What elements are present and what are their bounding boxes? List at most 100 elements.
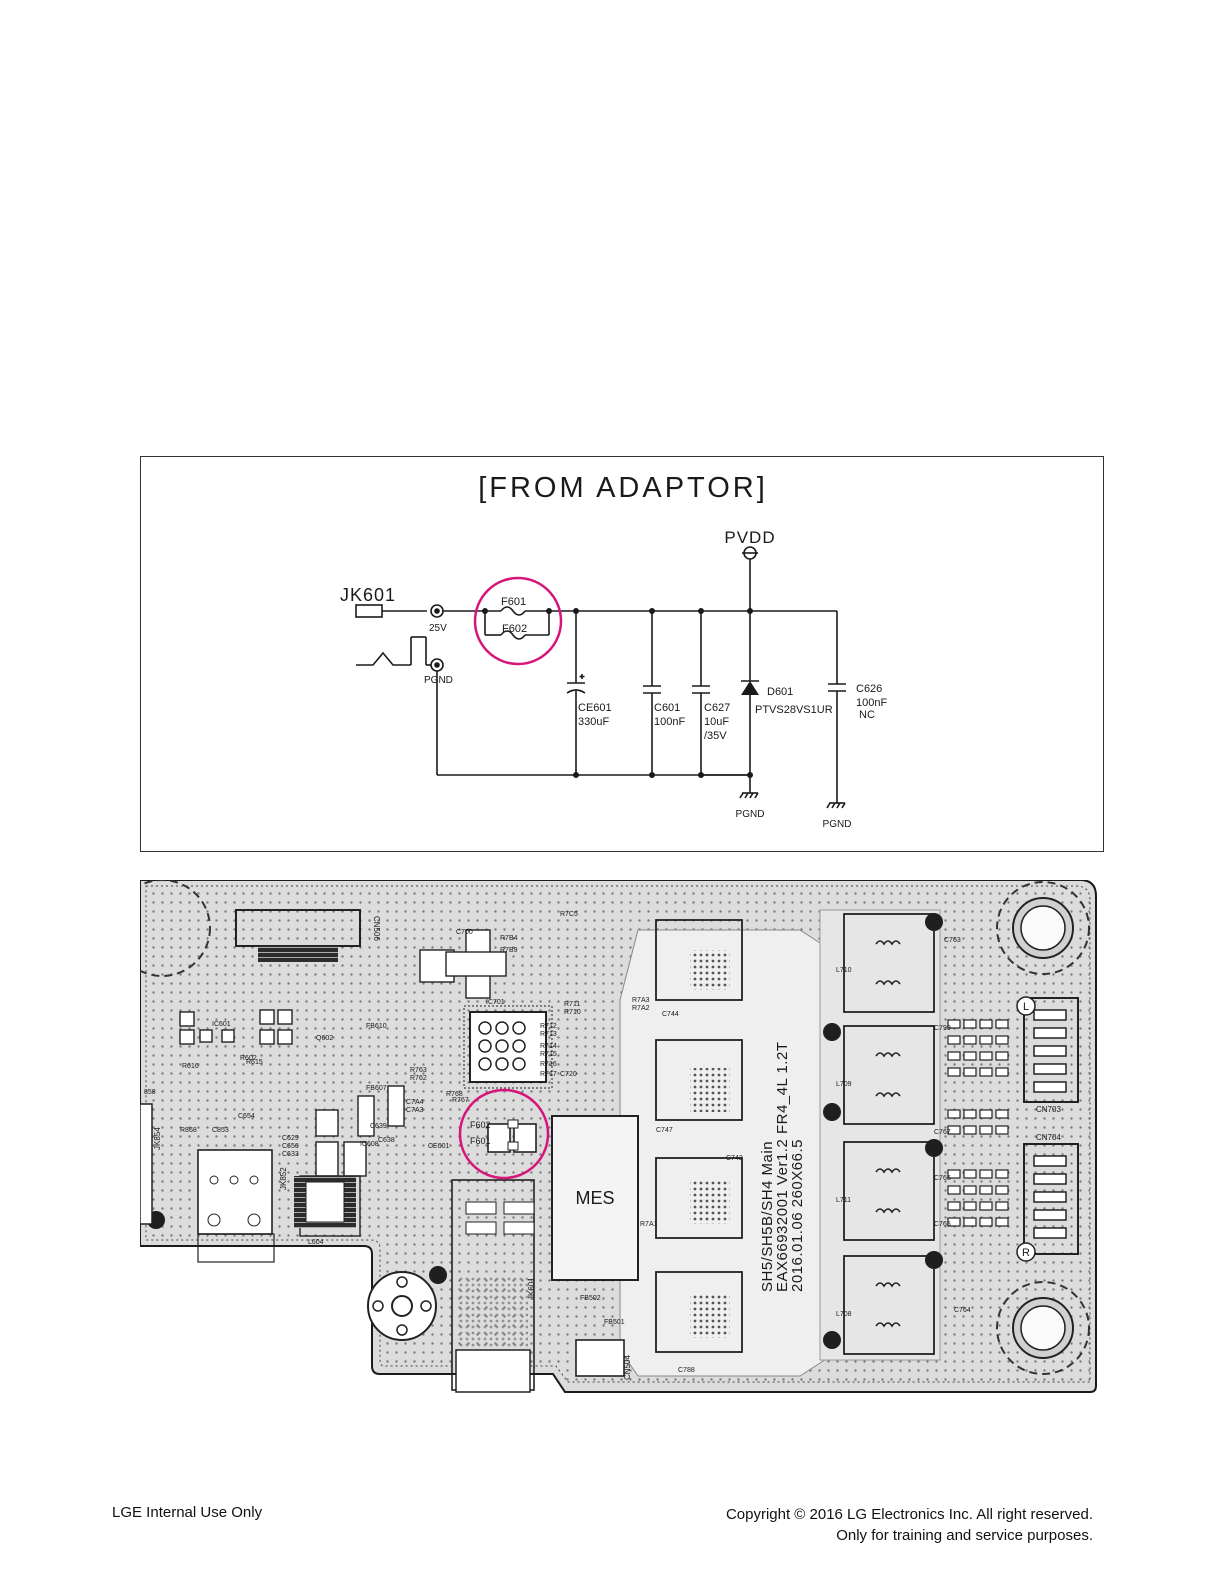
ref-label-r716: R716 — [540, 1061, 557, 1068]
footer-copyright: Copyright © 2016 LG Electronics Inc. All… — [726, 1504, 1093, 1546]
ref-label-c763: C763 — [944, 937, 961, 944]
ref-label-r763: R763 — [410, 1067, 427, 1074]
channel-r-mark: R — [1022, 1247, 1030, 1259]
ic701-processor — [463, 1005, 553, 1089]
board-text-line2: EAX66932001 Ver1.2 FR4_4L 1.2T — [774, 1042, 791, 1292]
cn703-connector — [1023, 997, 1079, 1103]
ref-label-r714: R714 — [540, 1043, 557, 1050]
pcb-f601-label: F601 — [470, 1136, 491, 1146]
mes-chip-label: MES — [575, 1188, 614, 1208]
ref-label-c853: C853 — [212, 1127, 229, 1134]
ref-label-c747: C747 — [656, 1127, 673, 1134]
ref-label-c654: C654 — [238, 1113, 255, 1120]
c626-nc: NC — [859, 709, 875, 721]
ref-label-r717: R717 — [540, 1071, 557, 1078]
jk601-dc-jack — [451, 1179, 535, 1393]
ref-label-c788: C788 — [678, 1367, 695, 1374]
ref-label-r615: R615 — [246, 1059, 263, 1066]
ref-label-ce601: CE601 — [428, 1143, 450, 1150]
schematic-title: [FROM ADAPTOR] — [478, 472, 768, 504]
ref-label-r602: R602 — [240, 1055, 257, 1062]
ref-label-c639: C639 — [370, 1123, 387, 1130]
ref-label-fb607: FB607 — [366, 1085, 387, 1092]
ref-label-r767: R767 — [452, 1097, 469, 1104]
jack-ref-label: JK601 — [340, 585, 396, 605]
l604-inductor — [294, 1176, 356, 1228]
ground-label-d601: PGND — [736, 809, 765, 820]
ref-label-r711: R711 — [564, 1001, 580, 1008]
d601-value: PTVS28VS1UR — [755, 704, 833, 716]
ref-label-c633: C633 — [282, 1151, 299, 1158]
ref-label-r7b4: R7B4 — [500, 935, 518, 942]
ref-label-r868: R868 — [180, 1127, 197, 1134]
buzzer-component — [367, 1271, 437, 1341]
c626-value: 100nF — [856, 697, 887, 709]
ref-label-c7a4: C7A4 — [406, 1099, 424, 1106]
ref-label-c799: C799 — [934, 1025, 951, 1032]
board-text-line1: SH5/SH5B/SH4 Main — [759, 1141, 776, 1292]
label-cn703: CN703 — [1036, 1105, 1061, 1114]
jack-pgnd-label: PGND — [424, 675, 453, 686]
ref-label-r768: R768 — [446, 1091, 463, 1098]
d601-ref: D601 — [767, 686, 793, 698]
ref-label-c720: C720 — [560, 1071, 577, 1078]
mounting-hole-bottom-right — [996, 1281, 1090, 1375]
ref-label-r7a3: R7A3 — [632, 997, 650, 1004]
ref-label-r7a1: R7A1 — [640, 1221, 658, 1228]
ref-label-c767: C767 — [934, 1129, 951, 1136]
ref-label-r713: R713 — [540, 1031, 557, 1038]
ref-label-r7b9: R7B9 — [500, 947, 518, 954]
ref-label-q602: Q602 — [316, 1035, 333, 1042]
footer-copyright-line1: Copyright © 2016 LG Electronics Inc. All… — [725, 1506, 1093, 1523]
ce601-value: 330uF — [578, 716, 609, 728]
pcb-fuse-highlight-ring — [458, 1088, 550, 1180]
ref-label-c656: C656 — [282, 1143, 299, 1150]
c627-ref: C627 — [704, 702, 730, 714]
ref-label-c764: C764 — [954, 1307, 971, 1314]
ref-label-l710: L710 — [836, 967, 852, 974]
mounting-hole-top-right — [996, 881, 1090, 975]
ref-label-c7a3: C7A3 — [406, 1107, 424, 1114]
label-cn504: CN504 — [623, 1355, 632, 1380]
ground-label-c626: PGND — [823, 819, 852, 830]
ref-label-l708: L708 — [836, 1311, 852, 1318]
ref-label-ic701: IC701 — [486, 999, 505, 1006]
ref-label-c744: C744 — [662, 1011, 679, 1018]
jack-25v-label: 25V — [429, 623, 447, 634]
channel-l-mark: L — [1023, 1001, 1029, 1013]
label-cn506: CN506 — [372, 916, 381, 941]
fuse-f601-label: F601 — [501, 596, 526, 608]
ref-label-c742: C742 — [726, 1155, 743, 1162]
footer-internal-notice: LGE Internal Use Only — [112, 1504, 263, 1521]
mes-chip: MES — [551, 1115, 639, 1281]
ref-label-858: 858 — [144, 1089, 156, 1096]
schematic-panel: [FROM ADAPTOR] PVDD JK601 25V PGND F601 … — [140, 456, 1104, 852]
c601-ref: C601 — [654, 702, 680, 714]
label-jk852: JK852 — [279, 1167, 288, 1190]
ref-label-r616: R616 — [182, 1063, 199, 1070]
ref-label-ic608: IC608 — [360, 1141, 379, 1148]
ref-label-l711: L711 — [836, 1197, 851, 1204]
fuse-highlight-ring — [473, 576, 563, 666]
ref-label-r715: R715 — [540, 1051, 557, 1058]
c626-ref: C626 — [856, 683, 882, 695]
ref-label-c638: C638 — [378, 1137, 395, 1144]
ref-label-c765: C765 — [934, 1221, 951, 1228]
pcb-board: MES — [113, 879, 1097, 1393]
ref-label-c766: C766 — [934, 1175, 951, 1182]
board-silkscreen: SH5/SH5B/SH4 Main EAX66932001 Ver1.2 FR4… — [759, 1042, 806, 1292]
jk854-jack — [139, 1103, 153, 1225]
pcb-layout-panel: MES — [113, 879, 1110, 1420]
ref-label-ic601: IC601 — [212, 1021, 231, 1028]
footer-copyright-line2: Only for training and service purposes. — [836, 1527, 1093, 1544]
pcb-f602-label: F602 — [470, 1120, 491, 1130]
ref-label-r7c5: R7C5 — [560, 911, 578, 918]
ref-label-c700: C700 — [456, 929, 473, 936]
ref-label-r712: R712 — [540, 1023, 557, 1030]
label-jk854: JK854 — [153, 1127, 162, 1150]
c601-value: 100nF — [654, 716, 685, 728]
ce601-ref: CE601 — [578, 702, 612, 714]
ref-label-r7a2: R7A2 — [632, 1005, 650, 1012]
ref-label-l604: L604 — [308, 1239, 324, 1246]
